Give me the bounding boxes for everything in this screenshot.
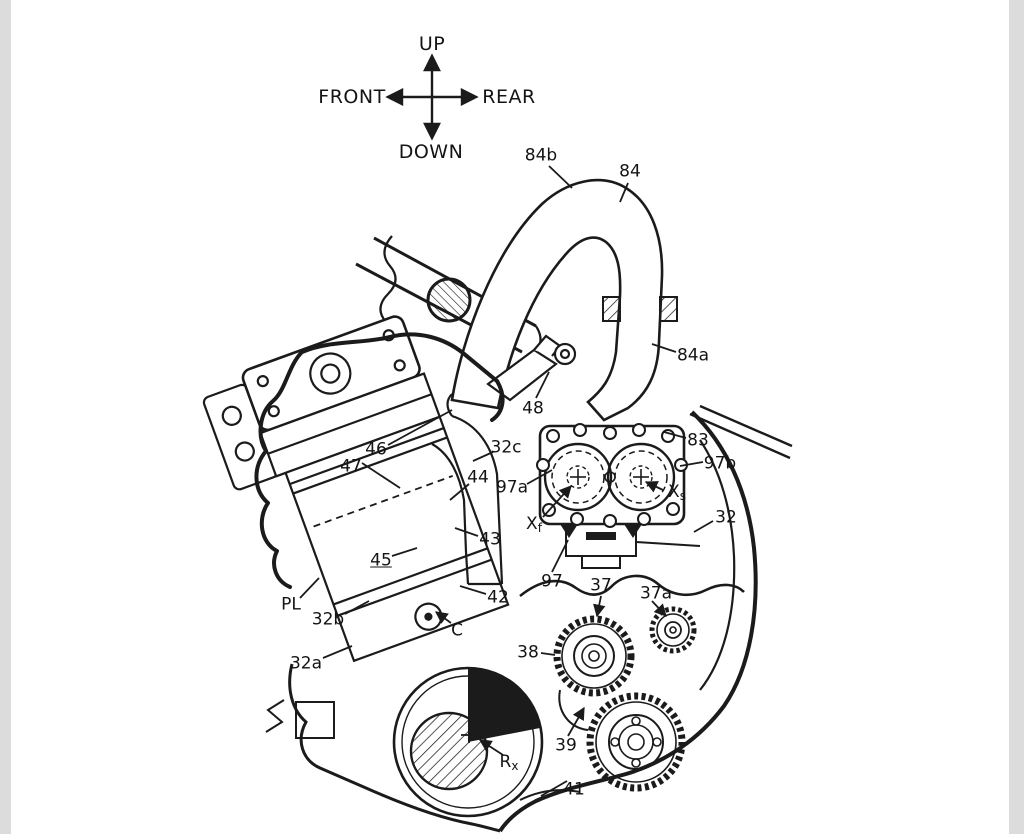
head-outline [254, 332, 505, 589]
part-label-32b: 32b [311, 609, 345, 630]
part-label-43: 43 [479, 529, 501, 550]
part-label-83: 83 [687, 430, 709, 451]
part-label-42: 42 [487, 587, 509, 608]
orientation-compass [385, 53, 479, 141]
part-label-PL: PL [281, 594, 301, 615]
leader-lines [299, 165, 714, 797]
gear-train [553, 606, 697, 792]
part-label-46: 46 [365, 439, 387, 460]
part-label-32a: 32a [289, 653, 323, 674]
rear-head-ports [536, 423, 688, 528]
part-label-39: 39 [555, 735, 577, 756]
part-label-97b: 97b [703, 453, 737, 474]
part-label-84: 84 [619, 161, 641, 182]
part-label-Xf: Xf [526, 514, 542, 535]
part-label-47: 47 [340, 456, 362, 477]
compass-front-label: FRONT [318, 86, 386, 108]
left-page-edge [0, 0, 11, 834]
part-label-37a: 37a [639, 583, 673, 604]
part-label-97a: 97a [495, 477, 529, 498]
part-label-C: C [451, 620, 463, 641]
intake-funnel [431, 393, 504, 586]
crankcase [392, 666, 544, 818]
part-label-84b: 84b [524, 145, 558, 166]
bracket-tabs [560, 524, 642, 540]
exhaust-pipe [450, 178, 664, 422]
pipe-mount-tabs [602, 296, 678, 322]
part-label-32c: 32c [490, 437, 522, 458]
part-label-97: 97 [541, 571, 563, 592]
compass-down-label: DOWN [398, 141, 464, 163]
part-label-41: 41 [563, 779, 585, 800]
compass-rear-label: REAR [482, 86, 536, 108]
part-label-84a: 84a [676, 345, 710, 366]
part-label-38: 38 [517, 642, 539, 663]
part-label-44: 44 [467, 467, 489, 488]
part-label-Xs: Xs [668, 482, 686, 503]
part-label-37: 37 [590, 575, 612, 596]
front-cylinder-block [202, 315, 510, 663]
head-bracket [565, 524, 701, 569]
part-label-48: 48 [522, 398, 544, 419]
part-label-32: 32 [715, 507, 737, 528]
right-page-edge [1009, 0, 1024, 834]
engine-outline [265, 404, 793, 833]
part-label-45: 45 [370, 550, 392, 571]
part-label-Rx: Rx [499, 752, 519, 773]
compass-up-label: UP [418, 33, 446, 55]
